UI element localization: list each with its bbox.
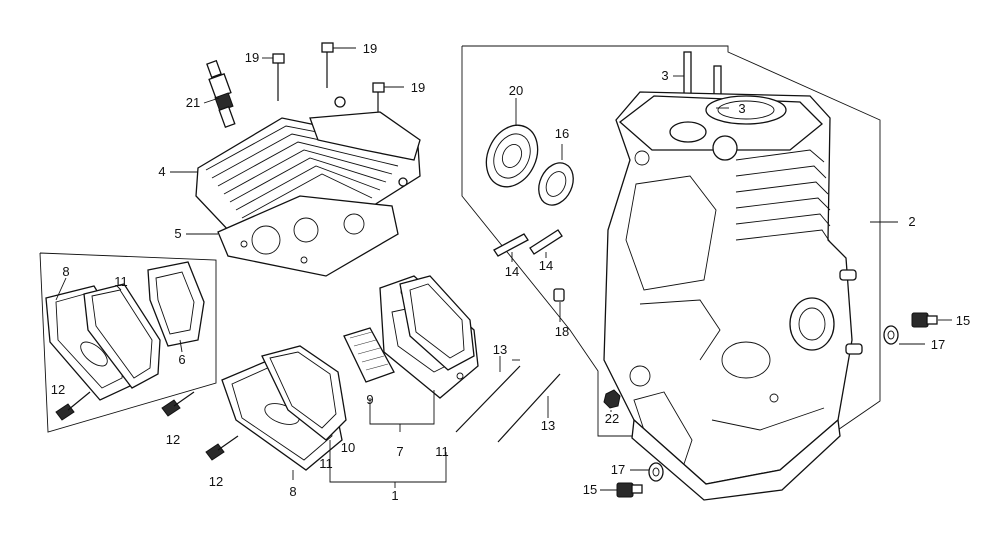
spark-plug xyxy=(203,59,236,129)
rocker-cover-gasket-center xyxy=(261,345,347,441)
dowel-pin-2 xyxy=(529,229,563,258)
breather-gasket-right xyxy=(399,275,475,371)
callout-18: 18 xyxy=(555,324,569,339)
plug-bolt-bottom xyxy=(616,482,643,498)
breather-element xyxy=(343,327,395,383)
head-bolt-1 xyxy=(262,53,285,101)
callout-8a: 8 xyxy=(62,264,69,279)
flange-bolt-2 xyxy=(161,391,195,417)
callout-12b: 12 xyxy=(166,432,180,447)
dowel-pin-1 xyxy=(493,233,529,262)
callout-19a: 19 xyxy=(245,50,259,65)
washer-bottom xyxy=(648,462,664,482)
callout-3a: 3 xyxy=(661,68,668,83)
callout-12c: 12 xyxy=(209,474,223,489)
callout-19b: 19 xyxy=(363,41,377,56)
callout-labels: 1 2 3 3 4 5 6 7 8 8 9 10 11 11 11 12 12 … xyxy=(51,41,970,503)
stud-bolt-1 xyxy=(455,356,521,433)
callout-6: 6 xyxy=(178,352,185,367)
assembly-bracket xyxy=(329,390,447,488)
stud-bolt-2 xyxy=(497,373,561,443)
callout-17b: 17 xyxy=(611,462,625,477)
callout-13a: 13 xyxy=(493,342,507,357)
callout-10: 10 xyxy=(341,440,355,455)
callout-11c: 11 xyxy=(435,444,449,459)
callout-7: 7 xyxy=(396,444,403,459)
callout-12a: 12 xyxy=(51,382,65,397)
callout-16: 16 xyxy=(555,126,569,141)
callout-11a: 11 xyxy=(114,274,128,289)
oil-seal xyxy=(538,144,574,206)
rocker-cover-gasket-left xyxy=(83,283,161,389)
callout-4: 4 xyxy=(158,164,165,179)
callout-21: 21 xyxy=(186,95,200,110)
head-gasket xyxy=(186,195,399,277)
callout-1: 1 xyxy=(391,488,398,503)
washer-right xyxy=(883,325,899,345)
leader-lines xyxy=(512,75,952,491)
callout-3b: 3 xyxy=(738,101,745,116)
nut xyxy=(603,389,621,409)
callout-15b: 15 xyxy=(583,482,597,497)
breather-plate-left xyxy=(147,261,205,353)
callout-9: 9 xyxy=(366,392,373,407)
callout-14a: 14 xyxy=(505,264,519,279)
callout-2: 2 xyxy=(908,214,915,229)
left-group-frame xyxy=(39,252,217,433)
callout-20: 20 xyxy=(509,83,523,98)
callout-11b: 11 xyxy=(319,456,333,471)
callout-14b: 14 xyxy=(539,258,553,273)
callout-22: 22 xyxy=(605,411,619,426)
dowel-pin-3 xyxy=(553,288,565,322)
plug-bolt-right xyxy=(911,312,938,328)
bearing xyxy=(485,98,539,188)
flange-bolt-1 xyxy=(55,391,91,421)
flange-bolt-3 xyxy=(205,435,239,461)
crankcase xyxy=(603,51,863,501)
callout-13b: 13 xyxy=(541,418,555,433)
callout-8b: 8 xyxy=(289,484,296,499)
callout-19c: 19 xyxy=(411,80,425,95)
callout-5: 5 xyxy=(174,226,181,241)
head-bolt-2 xyxy=(321,42,356,88)
callout-15a: 15 xyxy=(956,313,970,328)
callout-17a: 17 xyxy=(931,337,945,352)
